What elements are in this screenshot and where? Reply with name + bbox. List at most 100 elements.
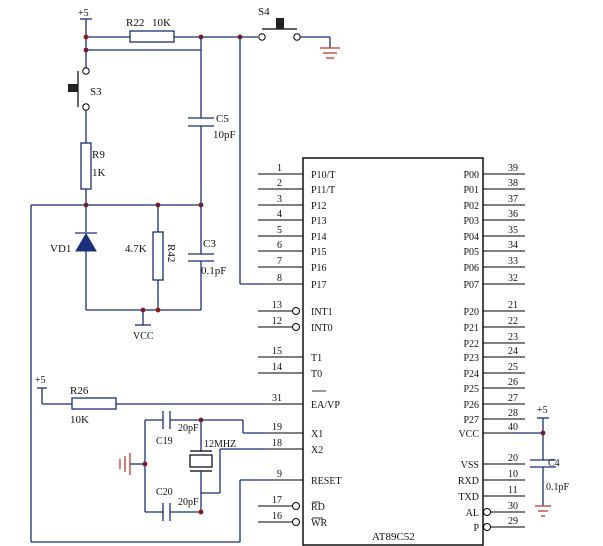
vd1-diode [75, 233, 97, 252]
pin-label: P22 [463, 339, 479, 350]
pin-number: 13 [272, 300, 282, 311]
s3-label: S3 [90, 86, 102, 98]
r26-ref: R26 [70, 385, 89, 397]
pin-label: TXD [458, 492, 479, 503]
s3-contact-bottom [82, 103, 90, 111]
pin-label: P04 [463, 232, 479, 243]
pin-number: 27 [508, 393, 518, 404]
r9-ref: R9 [92, 149, 105, 161]
pin-number: 38 [508, 178, 518, 189]
pin-number: 37 [508, 194, 518, 205]
pin-number: 14 [272, 362, 282, 373]
pin-bubble [292, 518, 300, 526]
c20-value: 20pF [178, 497, 199, 508]
pin-label: P14 [311, 232, 327, 243]
c4-value: 0.1pF [546, 482, 570, 493]
c4-ref: C4 [548, 458, 560, 469]
c3-value: 0.1pF [201, 265, 226, 277]
pin-label: T1 [311, 353, 322, 364]
pin-label: P27 [463, 415, 479, 426]
pin-label: P26 [463, 400, 479, 411]
r9-resistor [80, 142, 92, 190]
pin-number: 2 [277, 178, 282, 189]
pin-number: 35 [508, 225, 518, 236]
r26-value: 10K [70, 414, 89, 426]
pin-number: 31 [272, 393, 282, 404]
pin-number: 19 [272, 422, 282, 433]
vcc-label: VCC [133, 331, 154, 342]
pin-number: 18 [272, 438, 282, 449]
pin-number: 29 [508, 516, 518, 527]
pin-label: RESET [311, 476, 342, 487]
pin-number: 21 [508, 300, 518, 311]
junction [155, 307, 161, 313]
c19-value: 20pF [178, 423, 199, 434]
pin-label: P00 [463, 170, 479, 181]
mcu-name: AT89C52 [372, 531, 415, 543]
pin-label: P17 [311, 280, 327, 291]
pin-number: 8 [277, 273, 282, 284]
pin-number: 3 [277, 194, 282, 205]
pin-label: P16 [311, 263, 327, 274]
pin-label: AL [466, 508, 479, 519]
pin-label: VSS [461, 460, 479, 471]
pin-number: 25 [508, 362, 518, 373]
pin-label: P13 [311, 216, 327, 227]
pin-label: INT0 [311, 323, 333, 334]
r26-resistor [71, 397, 117, 410]
pin-number: 16 [272, 511, 282, 522]
s3-button-cap [68, 84, 78, 92]
crystal-body [189, 454, 213, 468]
pin-label: RXD [458, 476, 479, 487]
s4-contact-right [293, 33, 301, 41]
pin-number: 6 [277, 240, 282, 251]
junction [198, 509, 204, 515]
s4-label: S4 [258, 6, 270, 18]
pin-number: 5 [277, 225, 282, 236]
pin-label: RD [311, 502, 325, 513]
pin-label: P02 [463, 201, 479, 212]
pin-label: P05 [463, 247, 479, 258]
s4-contact-left [258, 33, 266, 41]
pin-number: 9 [277, 469, 282, 480]
right-pin-group: 39P0038P0137P0236P0335P0434P0533P0632P07… [458, 163, 525, 534]
c3-ref: C3 [203, 238, 216, 250]
s3-contact-top [82, 67, 90, 75]
pin-label: P01 [463, 185, 479, 196]
left-pin-group: 1P10/T2P11/T3P124P135P146P157P168P1713IN… [258, 163, 342, 529]
pin-number: 20 [508, 453, 518, 464]
pin-label: P03 [463, 216, 479, 227]
r42-value: 4.7K [125, 243, 147, 255]
pin-number: 24 [508, 346, 518, 357]
pin-label: WR [311, 518, 327, 529]
pin-number: 32 [508, 273, 518, 284]
pin-number: 7 [277, 256, 282, 267]
pin-label: X1 [311, 429, 323, 440]
s4-button-cap [276, 18, 284, 29]
pin-number: 12 [272, 316, 282, 327]
pin-label: P07 [463, 280, 479, 291]
pin-label: P10/T [311, 170, 335, 181]
plus5-right-label: +5 [537, 405, 548, 416]
pin-label: T0 [311, 369, 322, 380]
junction [83, 34, 89, 40]
r9-value: 1K [92, 167, 106, 179]
pin-bubble [292, 502, 300, 510]
c5-value: 10pF [213, 129, 236, 141]
pin-bubble [292, 323, 300, 331]
pin-number: 22 [508, 316, 518, 327]
c20-ref: C20 [156, 487, 173, 498]
pin-label: P24 [463, 369, 479, 380]
pin-label: P20 [463, 307, 479, 318]
pin-label: EA/VP [311, 400, 340, 411]
r22-resistor [129, 30, 175, 43]
pin-label: INT1 [311, 307, 333, 318]
pin-number: 33 [508, 256, 518, 267]
plus5-left-label: +5 [35, 375, 46, 386]
pin-label: P06 [463, 263, 479, 274]
pin-label: X2 [311, 445, 323, 456]
vd1-label: VD1 [50, 243, 71, 255]
pin-number: 34 [508, 240, 518, 251]
pin-label: P25 [463, 384, 479, 395]
